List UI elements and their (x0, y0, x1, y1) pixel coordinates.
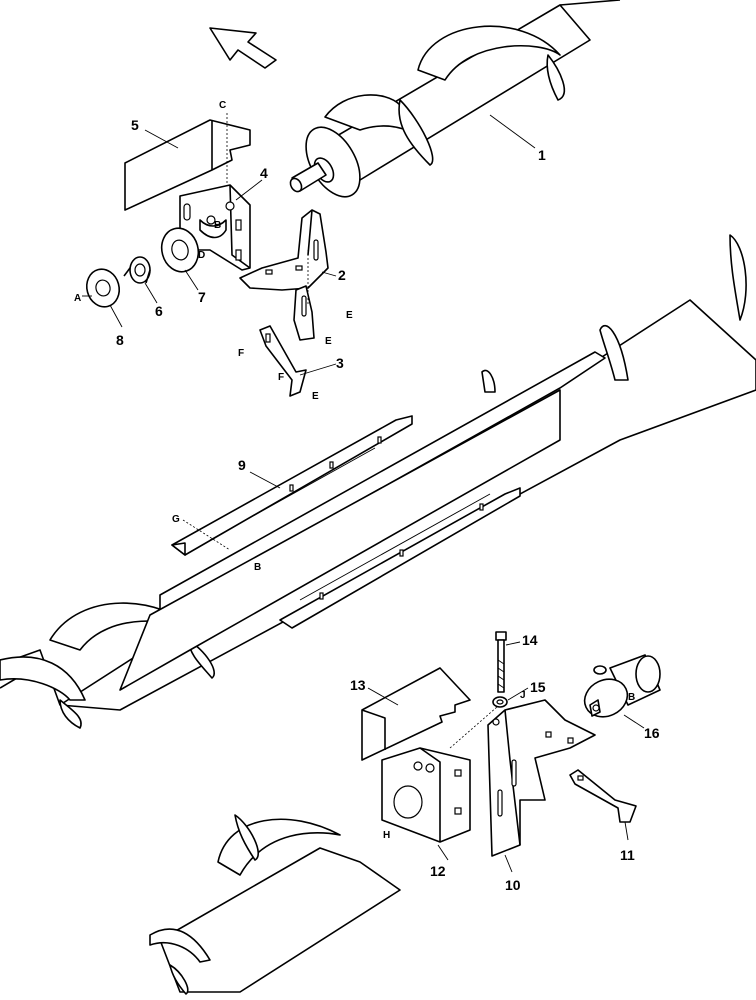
ref-f-2: F (278, 372, 284, 383)
ref-c: C (219, 100, 226, 111)
callout-2: 2 (338, 267, 346, 283)
callout-16: 16 (644, 725, 660, 741)
callout-6: 6 (155, 303, 163, 319)
callout-11: 11 (620, 847, 635, 863)
bottom-auger (149, 814, 401, 995)
part-14-bolt (495, 631, 507, 693)
ref-b-middle: B (254, 562, 261, 573)
ref-b-lower: B (628, 692, 635, 703)
part-15-washer (492, 696, 508, 708)
part-11-bracket (569, 769, 637, 823)
part-5-cover (124, 119, 251, 211)
part-2-support (239, 209, 329, 341)
part-12-housing (381, 747, 471, 843)
ref-e-1: E (346, 310, 353, 321)
ref-j: J (520, 690, 526, 701)
callout-14: 14 (522, 632, 538, 648)
part-16-motor (583, 654, 661, 718)
ref-a: A (74, 293, 81, 304)
part-13-cover (361, 667, 471, 761)
callout-10: 10 (505, 877, 521, 893)
callout-7: 7 (198, 289, 206, 305)
part-3-bracket (259, 325, 307, 397)
callout-8: 8 (116, 332, 124, 348)
callout-3: 3 (336, 355, 344, 371)
part-7-flange (160, 227, 200, 273)
callout-12: 12 (430, 863, 446, 879)
upper-auger (289, 0, 621, 198)
callout-1: 1 (538, 147, 546, 163)
ref-f-1: F (238, 348, 244, 359)
part-10-support (487, 699, 596, 857)
part-9-flighting (119, 351, 606, 691)
part-8-flange (85, 268, 121, 308)
ref-g: G (172, 514, 180, 525)
direction-arrow-icon (209, 27, 277, 69)
part-6-bearing (123, 256, 151, 284)
ref-e-2: E (325, 336, 332, 347)
ref-e-3: E (312, 391, 319, 402)
ref-h: H (383, 830, 390, 841)
callout-9: 9 (238, 457, 246, 473)
callout-13: 13 (350, 677, 366, 693)
ref-b-upper: B (214, 220, 221, 231)
callout-5: 5 (131, 117, 139, 133)
callout-4: 4 (260, 165, 268, 181)
ref-d: D (198, 250, 205, 261)
callout-15: 15 (530, 679, 546, 695)
